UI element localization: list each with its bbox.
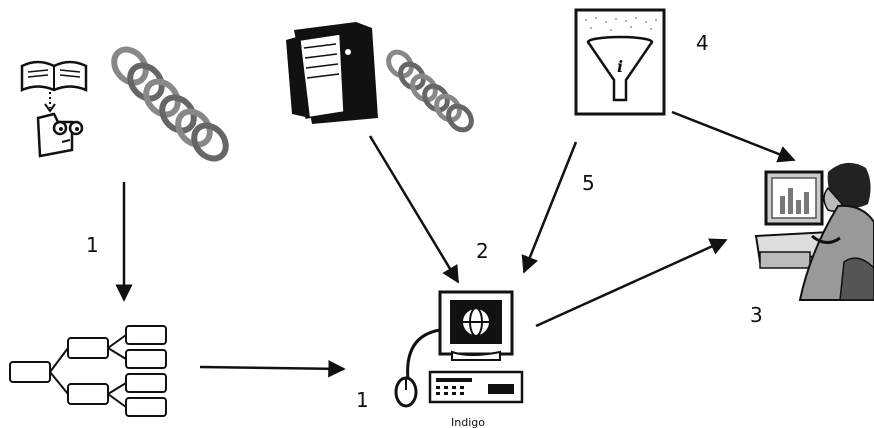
- book-reader-icon: [20, 60, 88, 158]
- folder-icon: [286, 22, 378, 124]
- arrow-filter-to-computer: [521, 141, 578, 274]
- chain-icon: [111, 46, 229, 162]
- label-user-3: 3: [750, 303, 763, 327]
- computer-caption: Indigo: [451, 416, 485, 428]
- arrow-computer-to-user: [535, 238, 728, 328]
- label-edge-2: 2: [476, 239, 489, 263]
- computer-globe-icon: [394, 290, 524, 408]
- arrow-hierarchy-to-computer: [199, 360, 346, 378]
- arrow-folder-to-computer: [368, 135, 460, 284]
- chain-icon: [386, 49, 474, 133]
- tree-hierarchy-icon: [9, 325, 167, 417]
- svg-text:i: i: [617, 57, 623, 76]
- funnel-filter-icon: i: [574, 8, 666, 116]
- label-edge-1b: 1: [356, 388, 369, 412]
- person-at-computer-icon: [754, 162, 874, 301]
- label-filter-4: 4: [696, 31, 709, 55]
- label-edge-5: 5: [582, 171, 595, 195]
- arrow-filter-to-user: [671, 110, 796, 163]
- label-edge-1a: 1: [86, 233, 99, 257]
